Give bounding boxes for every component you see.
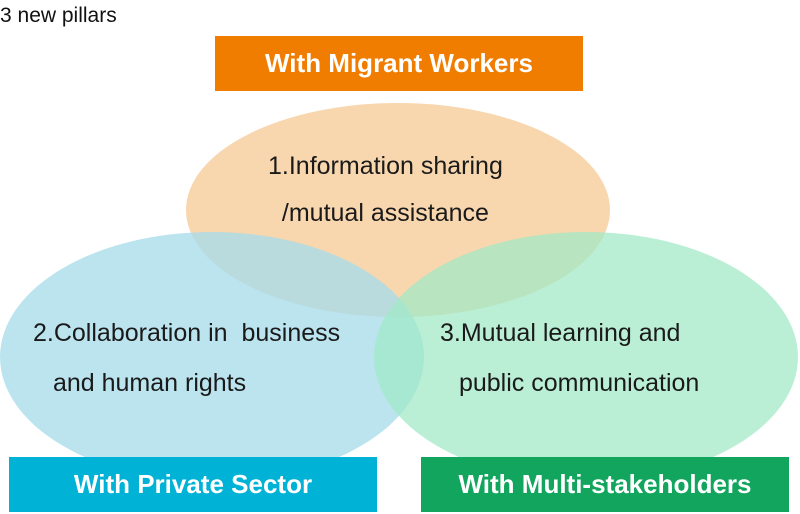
- pillar-3-line-1: 3.Mutual learning and: [440, 319, 681, 347]
- pillar-2-line-2: and human rights: [46, 369, 247, 397]
- ellipse-private-sector: [0, 232, 424, 482]
- page-title: 3 new pillars: [0, 4, 117, 27]
- pillar-1-line-2: /mutual assistance: [268, 199, 489, 227]
- pillar-3-line-2: public communication: [452, 369, 700, 397]
- pillar-1-line-1: 1.Information sharing: [268, 152, 503, 180]
- label-with-private-sector: With Private Sector: [9, 457, 377, 512]
- ellipse-multi-stakeholders: [374, 232, 798, 482]
- label-with-multi-stakeholders: With Multi-stakeholders: [421, 457, 789, 512]
- label-with-migrant-workers: With Migrant Workers: [215, 36, 583, 91]
- pillar-2-line-1: 2.Collaboration in business: [33, 319, 341, 347]
